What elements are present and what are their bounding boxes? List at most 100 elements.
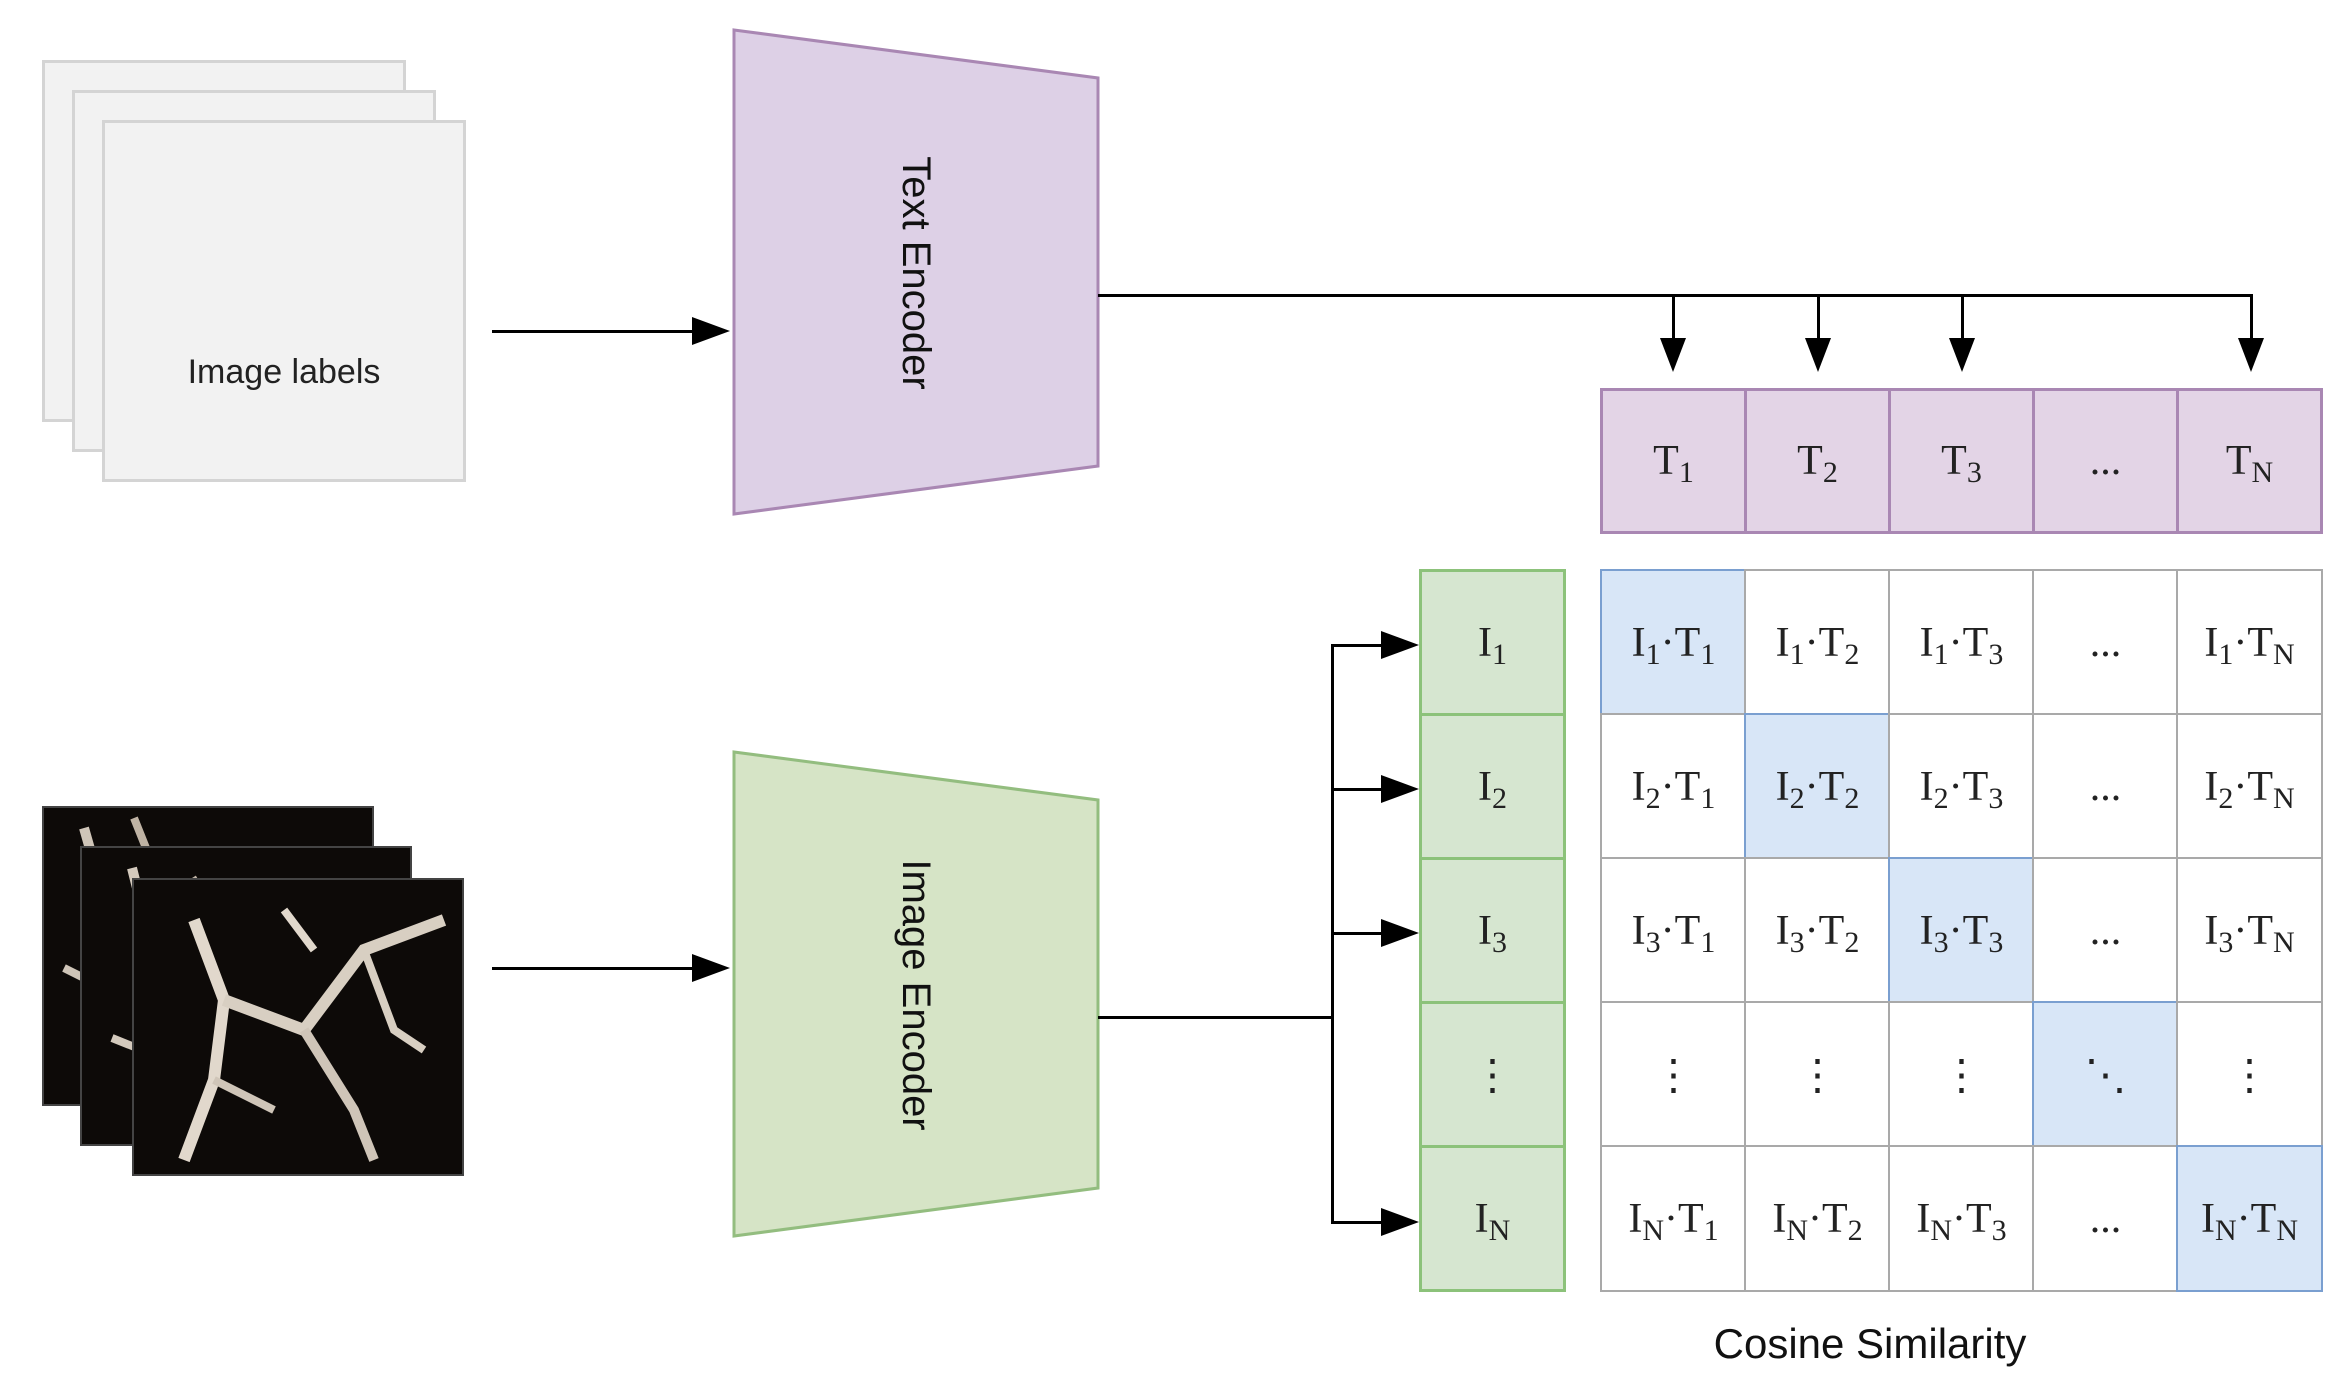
tn-sub: N [2251,456,2274,489]
matrix-cell-sub-i: N [1642,1213,1664,1247]
matrix-cell-base-i: I [1775,619,1790,666]
i2-sub: 2 [1492,781,1507,815]
t2-sub: 2 [1822,456,1838,489]
matrix-cell-sub-t: N [2276,1213,2298,1247]
matrix-cell-base-i: I [1919,619,1934,666]
t3-sub: 3 [1966,456,1982,489]
matrix-cell-sub-t: 2 [1847,1213,1863,1247]
matrix-cell-sub-i: 2 [1933,781,1949,815]
matrix-cell-base-i: I [1916,1195,1931,1242]
matrix-cell-base-i: I [1919,907,1934,954]
matrix-cell-base-i: ... [2089,619,2122,666]
matrix-cell-sub-t: 1 [1700,925,1716,959]
in-arrowhead [1381,1208,1419,1236]
matrix-cell-base-t: ·T [2233,763,2273,810]
matrix-cell-base-t: ·T [1804,619,1845,666]
i3-base: I [1478,907,1492,954]
matrix-cell-base-i: ⋮ [1940,1052,1983,1099]
matrix-cell-base-i: I [1631,763,1646,810]
t3-base: T [1941,438,1967,484]
matrix-cell-base-i: I [2204,907,2219,954]
matrix-cell-sub-i: 3 [2218,925,2234,959]
i1-branch-line [1331,644,1383,647]
t2-drop-line [1817,294,1820,340]
matrix-cell-base-i: ... [2089,907,2122,954]
matrix-cell-sub-i: N [1786,1213,1808,1247]
i3-arrowhead [1381,919,1419,947]
matrix-cell-r4-c3: ⋮ [1888,1001,2035,1148]
i1-arrowhead [1381,631,1419,659]
matrix-cell-sub-i: 1 [2218,637,2234,671]
image-card-front [132,878,464,1176]
matrix-cell-base-t: ·T [1948,619,1989,666]
label-card-front: Image labels [102,120,466,482]
matrix-cell-base-i: I [1628,1195,1643,1242]
in-branch-line [1331,1221,1383,1224]
i3-branch-line [1331,932,1383,935]
matrix-cell-base-i: ... [2089,1195,2122,1242]
matrix-cell-r4-c1: ⋮ [1600,1001,1747,1148]
matrix-cell-sub-t: N [2272,925,2295,959]
matrix-cell-sub-t: N [2272,781,2295,815]
image-encoder-output-line [1098,1016,1334,1019]
matrix-cell-base-t: ·T [1664,1195,1704,1242]
matrix-cell-sub-t: N [2272,637,2295,671]
matrix-cell-sub-i: 3 [1789,925,1805,959]
matrix-cell-sub-i: 2 [1789,781,1805,815]
labels-to-text-encoder-arrowhead [692,317,730,345]
t2-arrowhead [1805,338,1831,372]
matrix-cell-base-i: I [1631,619,1646,666]
matrix-cell-base-t: ·T [1808,1195,1848,1242]
matrix-cell-sub-t: 1 [1703,1213,1719,1247]
matrix-cell-base-i: ⋮ [2228,1052,2271,1099]
t3-arrowhead [1949,338,1975,372]
matrix-cell-sub-i: 1 [1933,637,1949,671]
tn-arrowhead [2238,338,2264,372]
matrix-cell-sub-i: 3 [1933,925,1949,959]
image-labels-text: Image labels [187,353,381,391]
matrix-cell-sub-t: 3 [1988,637,2004,671]
matrix-cell-sub-i: 2 [1645,781,1661,815]
matrix-cell-sub-i: 2 [2218,781,2234,815]
matrix-cell-sub-t: 3 [1991,1213,2007,1247]
matrix-cell-sub-i: N [1930,1213,1952,1247]
i2-base: I [1478,763,1492,810]
tn-drop-line [2250,294,2253,340]
image-encoder-label: Image Encoder [894,859,938,1131]
matrix-cell-r2-c4: ... [2032,713,2179,860]
matrix-cell-sub-t: 2 [1844,637,1860,671]
t1-arrowhead [1660,338,1686,372]
cosine-similarity-caption: Cosine Similarity [1713,1320,2027,1367]
i2-arrowhead [1381,775,1419,803]
matrix-cell-sub-i: 3 [1645,925,1661,959]
matrix-cell-r4-c2: ⋮ [1744,1001,1891,1148]
t1-base: T [1653,438,1679,484]
labels-to-text-encoder-line [492,330,692,333]
t3-drop-line [1961,294,1964,340]
matrix-cell-base-i: I [2204,619,2219,666]
matrix-cell-base-t: ·T [1948,907,1989,954]
matrix-cell-sub-t: 1 [1700,637,1716,671]
matrix-cell-base-i: ... [2089,763,2122,810]
matrix-cell-sub-t: 1 [1700,781,1716,815]
images-to-image-encoder-arrowhead [692,954,730,982]
matrix-cell-sub-i: 1 [1645,637,1661,671]
matrix-cell-base-i: ⋱ [2084,1052,2127,1099]
matrix-cell-sub-i: N [2215,1213,2237,1247]
matrix-cell-base-t: ·T [1660,907,1701,954]
matrix-cell-sub-t: 2 [1844,781,1860,815]
